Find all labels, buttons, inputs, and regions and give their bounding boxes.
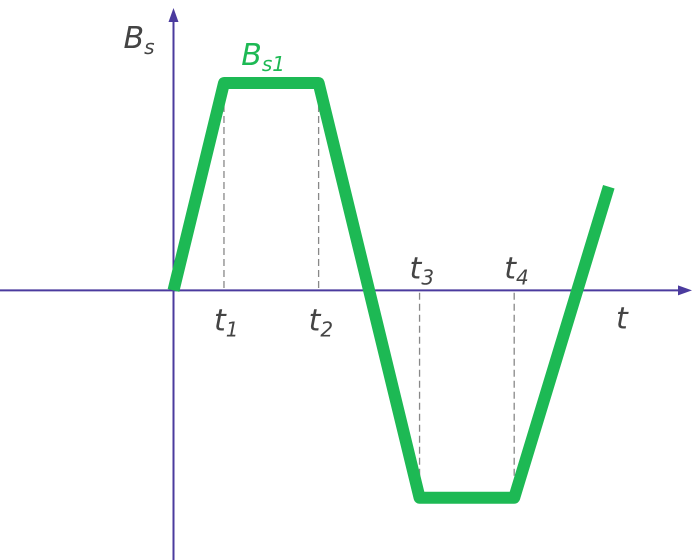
y-axis-arrow	[168, 8, 179, 22]
marker-label-3: t3	[410, 251, 435, 289]
y-axis-label: Bs	[124, 21, 155, 59]
series-line-0	[167, 77, 615, 504]
marker-label-1-main: t	[214, 303, 227, 338]
guide-lines	[223, 82, 515, 498]
series-label-0-sub: s1	[262, 52, 285, 76]
marker-label-4: t4	[504, 251, 529, 289]
series-layer	[167, 77, 615, 504]
x-axis-label: t	[616, 301, 629, 336]
marker-label-3-main: t	[410, 251, 423, 286]
marker-label-4-main: t	[504, 251, 517, 286]
marker-label-2: t2	[309, 303, 334, 341]
axes	[0, 8, 692, 560]
series-label-0: Bs1	[241, 38, 285, 76]
marker-label-2-main: t	[309, 303, 322, 338]
y-axis-label-sub: s	[144, 35, 154, 59]
marker-label-1: t1	[214, 303, 239, 341]
marker-label-1-sub: 1	[226, 317, 239, 341]
marker-label-2-sub: 2	[320, 317, 333, 341]
series-label-0-main: B	[241, 38, 262, 73]
x-axis-arrow	[678, 285, 692, 296]
marker-label-4-sub: 4	[516, 265, 529, 289]
y-axis-label-main: B	[124, 21, 145, 56]
marker-label-3-sub: 3	[421, 265, 434, 289]
